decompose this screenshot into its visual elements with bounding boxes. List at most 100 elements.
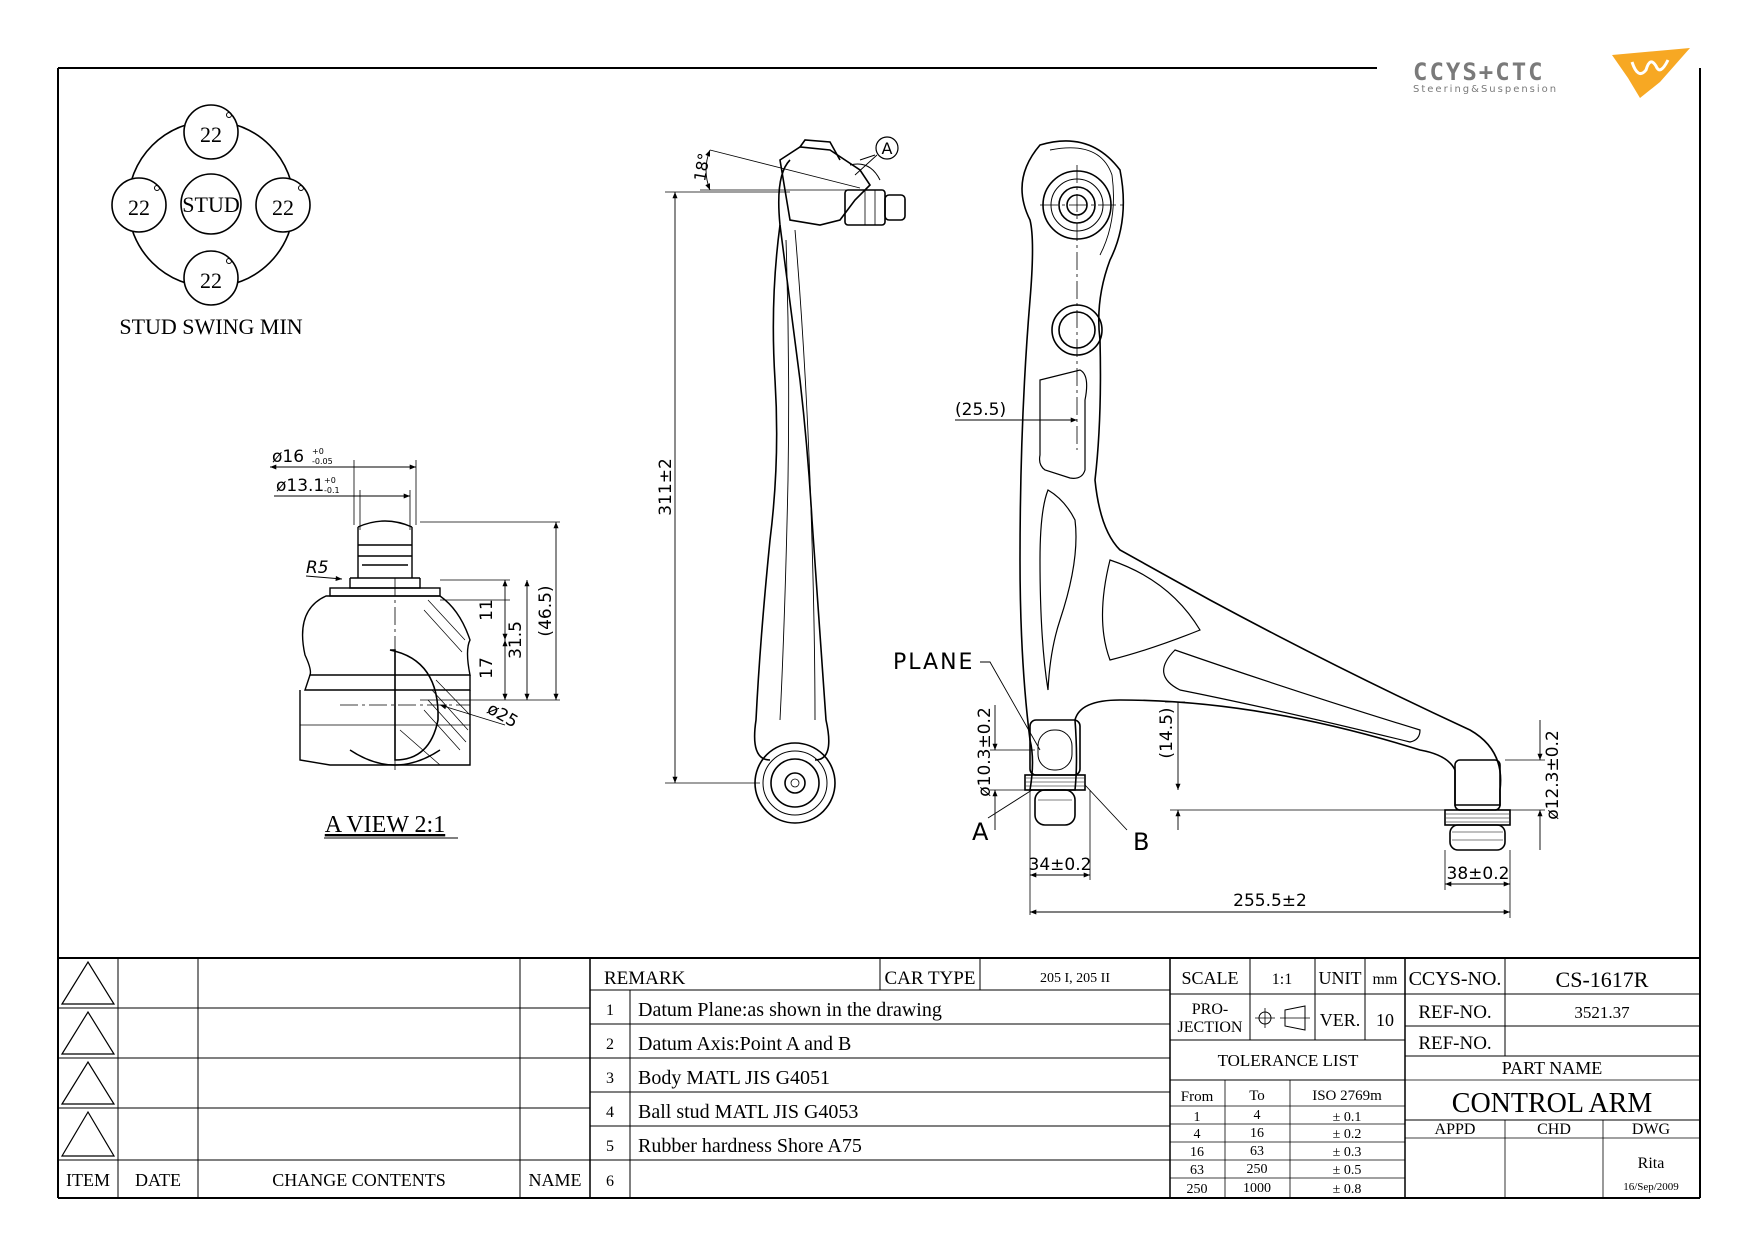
tol-value: ± 0.8 [1333, 1182, 1362, 1197]
swing-angle-bottom: 22 [200, 268, 222, 293]
tol-value: ± 0.5 [1333, 1163, 1362, 1178]
car-type-value: 205 I, 205 II [1040, 971, 1110, 986]
revision-triangle-icon [60, 1110, 116, 1157]
revision-triangle-icon [60, 1060, 116, 1105]
rev-header-name: NAME [529, 1170, 582, 1190]
tol-header-to: To [1249, 1088, 1265, 1104]
ref-no-label: REF-NO. [1418, 1002, 1491, 1023]
remark-text: Ball stud MATL JIS G4053 [638, 1101, 858, 1123]
tol-value: ± 0.3 [1333, 1145, 1362, 1160]
tol-value: ± 0.1 [1333, 1110, 1362, 1125]
dim-span: 255.5±2 [1233, 891, 1307, 911]
dim-46-5: (46.5) [536, 585, 556, 636]
dim-d16: ø16 [272, 447, 304, 467]
remark-no: 4 [606, 1104, 614, 1121]
part-name: CONTROL ARM [1452, 1088, 1653, 1119]
tol-from: 4 [1194, 1127, 1201, 1142]
drawn-by: Rita [1638, 1155, 1665, 1172]
tol-to: 16 [1250, 1126, 1264, 1141]
tolerance-title: TOLERANCE LIST [1218, 1051, 1359, 1070]
dim-25-5: (25.5) [955, 400, 1006, 420]
dim-11: 11 [477, 599, 497, 621]
tol-to: 250 [1247, 1162, 1268, 1177]
side-view-dimensions: 18° A 311±2 [656, 136, 899, 784]
dim-hole-a: ø10.3±0.2 [975, 707, 995, 797]
front-view [1019, 140, 1511, 851]
logo-tagline: Steering&Suspension [1413, 84, 1558, 95]
remark-no: 2 [606, 1036, 614, 1053]
appd-label: APPD [1435, 1121, 1476, 1138]
remark-title: REMARK [604, 968, 686, 989]
tol-from: 1 [1194, 1110, 1201, 1125]
projection-label-1: PRO- [1192, 1001, 1228, 1018]
dim-width-a: 34±0.2 [1029, 855, 1092, 875]
tol-header-iso: ISO 2769m [1312, 1088, 1382, 1104]
dim-ball-d25: ø25 [484, 699, 522, 732]
drawing-date: 16/Sep/2009 [1623, 1181, 1679, 1193]
callout-a: A [882, 139, 893, 158]
car-type-label: CAR TYPE [885, 968, 976, 989]
revision-block: ITEM DATE CHANGE CONTENTS NAME [58, 957, 1700, 1198]
a-view-caption: A VIEW 2:1 [325, 812, 445, 838]
dim-angle-18: 18° [690, 151, 714, 182]
ccys-no-value: CS-1617R [1556, 967, 1649, 992]
label-a: A [972, 818, 989, 846]
projection-label-2: JECTION [1178, 1019, 1243, 1036]
dim-d131: ø13.1 [276, 476, 324, 496]
remark-no: 1 [606, 1002, 614, 1019]
dim-d131-tol-down: -0.1 [324, 486, 340, 495]
ref-no-label-2: REF-NO. [1418, 1033, 1491, 1054]
chd-label: CHD [1537, 1121, 1571, 1138]
tol-from: 250 [1187, 1182, 1208, 1197]
dim-31-5: 31.5 [506, 621, 526, 659]
stud-swing-caption: STUD SWING MIN [119, 314, 302, 339]
label-b: B [1133, 828, 1149, 856]
ver-label: VER. [1320, 1010, 1361, 1030]
company-logo: CCYS+CTC Steering&Suspension [1413, 48, 1690, 98]
drawing-frame [57, 67, 1701, 1199]
logo-mark-icon [1612, 48, 1690, 98]
swing-angle-left: 22 [128, 195, 150, 220]
a-view-detail [299, 520, 471, 770]
stud-swing-diagram: STUD 22 22 22 22 STUD SWING MIN [111, 104, 311, 339]
dim-hole-b: ø12.3±0.2 [1543, 730, 1563, 820]
dwg-label: DWG [1632, 1121, 1671, 1138]
scale-value: 1:1 [1272, 971, 1292, 988]
dim-17: 17 [477, 657, 497, 679]
part-name-label: PART NAME [1502, 1058, 1602, 1078]
unit-label: UNIT [1319, 968, 1362, 988]
remark-text: Datum Axis:Point A and B [638, 1033, 851, 1055]
rev-header-item: ITEM [66, 1170, 110, 1190]
a-view-dimensions: ø16 +0 -0.05 ø13.1 +0 -0.1 R5 11 17 31.5… [270, 447, 560, 839]
tol-header-from: From [1181, 1089, 1214, 1105]
title-block: CCYS-NO. CS-1617R REF-NO. 3521.37 REF-NO… [1405, 958, 1700, 1198]
swing-angle-top: 22 [200, 122, 222, 147]
plane-label: PLANE [893, 650, 974, 675]
side-view [753, 139, 906, 824]
rev-header-change: CHANGE CONTENTS [272, 1170, 446, 1190]
tol-from: 63 [1190, 1163, 1204, 1178]
revision-triangle-icon [60, 960, 116, 1005]
tol-to: 1000 [1243, 1181, 1271, 1196]
remark-text: Rubber hardness Shore A75 [638, 1135, 862, 1157]
logo-text: CCYS+CTC [1413, 58, 1545, 86]
front-view-dimensions: (25.5) PLANE ø10.3±0.2 (14.5) A B ø12.3±… [893, 400, 1563, 918]
swing-angle-right: 22 [272, 195, 294, 220]
ccys-no-label: CCYS-NO. [1409, 968, 1502, 990]
dim-length-311: 311±2 [656, 458, 676, 516]
revision-triangle-icon [60, 1010, 116, 1055]
remark-text: Datum Plane:as shown in the drawing [638, 999, 942, 1021]
tol-from: 16 [1190, 1145, 1204, 1160]
dim-d131-tol-up: +0 [324, 476, 336, 485]
remark-no: 6 [606, 1173, 614, 1190]
dim-d16-tol-up: +0 [312, 447, 324, 456]
dim-r5: R5 [306, 558, 329, 578]
ver-value: 10 [1376, 1010, 1394, 1030]
remark-no: 3 [606, 1070, 614, 1087]
tol-to: 4 [1254, 1108, 1261, 1123]
remark-text: Body MATL JIS G4051 [638, 1067, 830, 1089]
stud-label: STUD [182, 192, 239, 217]
projection-symbol-icon [1255, 1005, 1310, 1031]
dim-14-5: (14.5) [1157, 707, 1177, 758]
